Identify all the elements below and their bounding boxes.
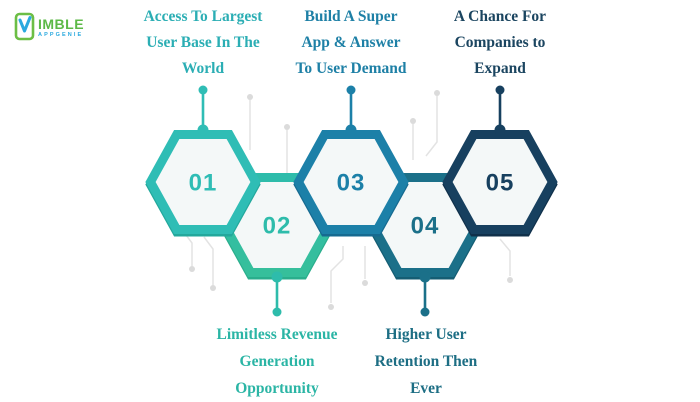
hexagon-edge-dot (197, 124, 209, 136)
label-line: Limitless Revenue (216, 326, 338, 343)
hexagon-step-01 (145, 130, 261, 234)
label-line: Expand (474, 60, 526, 77)
circuit-decoration-dot (434, 90, 440, 96)
connector-end-dot (198, 85, 208, 95)
label-line: Companies to (454, 34, 546, 51)
label-line: A Chance For (453, 8, 547, 25)
hexagon-edge-dot (419, 271, 431, 283)
circuit-decoration-dot (328, 304, 334, 310)
logo-subtext: APPGENIE (38, 32, 84, 38)
label-line: Build A Super (304, 8, 398, 25)
hexagon-step-05 (442, 130, 558, 234)
circuit-decoration-line (203, 236, 214, 285)
label-line: Opportunity (235, 380, 319, 397)
label-step-04: Higher User Retention Then Ever (346, 321, 506, 402)
label-step-05: A Chance For Companies to Expand (420, 4, 580, 82)
step-number-04: 04 (411, 213, 440, 240)
circuit-decoration-dot (410, 118, 416, 124)
hexagon-edge-dot (345, 124, 357, 136)
nimble-appgenie-logo: IMBLE APPGENIE (14, 12, 84, 42)
label-line: Ever (410, 380, 442, 397)
circuit-decoration-line (330, 246, 344, 303)
circuit-decoration-dot (247, 94, 253, 100)
step-number-01: 01 (189, 170, 218, 197)
label-line: World (181, 60, 225, 77)
step-number-05: 05 (486, 170, 515, 197)
circuit-decoration-line (425, 96, 438, 157)
hexagon-step-03 (293, 130, 409, 234)
circuit-decoration-line (499, 238, 511, 276)
circuit-decoration-dot (362, 280, 368, 286)
connector-end-dot (495, 85, 505, 95)
phone-n-icon (14, 12, 35, 41)
label-line: Generation (239, 353, 315, 370)
hexagon-edge-dot (494, 124, 506, 136)
connector-end-dot (272, 307, 282, 317)
label-line: Higher User (385, 326, 467, 343)
connector-end-dot (346, 85, 356, 95)
circuit-decoration-dot (210, 285, 216, 291)
step-number-03: 03 (337, 170, 366, 197)
hexagon-edge-dot (271, 271, 283, 283)
circuit-decoration-dot (507, 277, 513, 283)
label-step-01: Access To Largest User Base In The World (123, 4, 283, 82)
logo-wordmark: IMBLE (38, 16, 85, 32)
label-line: User Base In The (146, 34, 260, 51)
label-step-03: Build A Super App & Answer To User Deman… (271, 4, 431, 82)
label-line: To User Demand (295, 60, 407, 77)
label-line: Retention Then (374, 353, 478, 370)
connector-end-dot (420, 307, 430, 317)
label-step-02: Limitless Revenue Generation Opportunity (197, 321, 357, 402)
label-line: Access To Largest (143, 8, 263, 25)
circuit-decoration-dot (284, 124, 290, 130)
circuit-decoration-dot (189, 266, 195, 272)
step-number-02: 02 (263, 213, 292, 240)
label-line: App & Answer (301, 34, 401, 51)
